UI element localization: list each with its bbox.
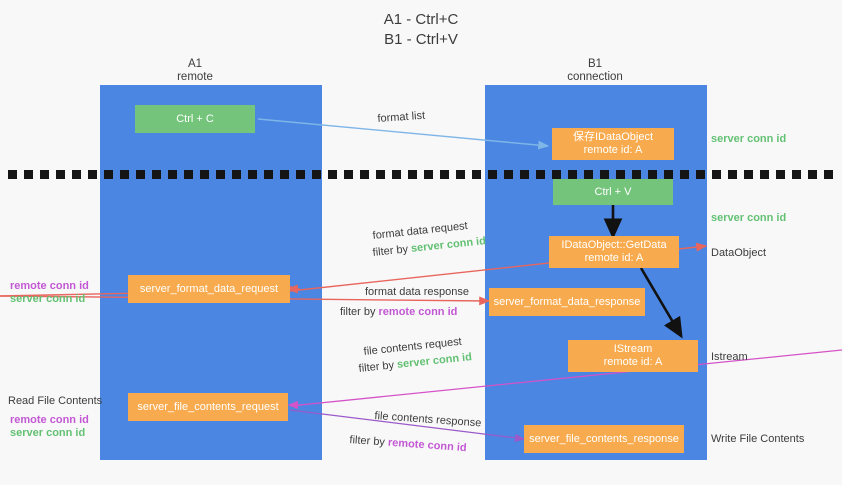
box-server-file-contents-request-label: server_file_contents_request bbox=[137, 400, 279, 413]
box-server-format-data-response[interactable]: server_format_data_response bbox=[489, 288, 645, 316]
left-label-remote-conn-id-2: remote conn id bbox=[10, 413, 89, 427]
left-label-remote-conn-id-1: remote conn id bbox=[10, 279, 89, 293]
column-header-b1: B1 connection bbox=[530, 58, 660, 84]
title-line-1: A1 - Ctrl+C bbox=[383, 11, 459, 28]
right-label-dataobject: DataObject bbox=[711, 246, 766, 260]
box-istream-line2: remote id: A bbox=[603, 356, 663, 368]
right-label-server-conn-id-top-text: server conn id bbox=[711, 133, 787, 145]
left-label-remote-conn-id-1-text: remote conn id bbox=[10, 280, 89, 292]
edge-label-format-data-response-text: format data response bbox=[365, 286, 469, 298]
remote-conn-id-ref-1: remote conn id bbox=[378, 306, 458, 318]
remote-conn-id-ref-2: remote conn id bbox=[387, 436, 468, 455]
right-label-server-conn-id-mid-text: server conn id bbox=[711, 212, 787, 224]
right-label-server-conn-id-mid: server conn id bbox=[711, 211, 786, 225]
left-label-server-conn-id-2-text: server conn id bbox=[10, 427, 86, 439]
column-b1-name: B1 bbox=[587, 58, 603, 70]
right-label-write-file-contents-text: Write File Contents bbox=[711, 433, 805, 445]
right-label-server-conn-id-top: server conn id bbox=[711, 132, 786, 146]
left-label-read-file-contents-text: Read File Contents bbox=[8, 395, 103, 407]
edge-filter-format-data-response: filter by remote conn id bbox=[340, 305, 457, 319]
edge-filter-file-contents-response: filter by remote conn id bbox=[349, 433, 467, 455]
column-a1-name: A1 bbox=[187, 58, 203, 70]
box-server-file-contents-response[interactable]: server_file_contents_response bbox=[524, 425, 684, 453]
box-ctrl-c[interactable]: Ctrl + C bbox=[135, 105, 255, 133]
box-idataobject-getdata[interactable]: IDataObject::GetData remote id: A bbox=[549, 236, 679, 268]
box-ctrl-v-label: Ctrl + V bbox=[594, 185, 632, 198]
server-conn-id-ref-1: server conn id bbox=[410, 235, 487, 255]
filter-by-prefix-1: filter by bbox=[372, 242, 412, 259]
box-server-format-data-request-label: server_format_data_request bbox=[139, 282, 279, 295]
box-server-format-data-response-label: server_format_data_response bbox=[493, 295, 641, 308]
left-label-server-conn-id-2: server conn id bbox=[10, 426, 85, 440]
box-getdata-line2: remote id: A bbox=[584, 252, 644, 264]
edge-label-file-contents-response: file contents response bbox=[374, 409, 482, 430]
box-save-idataobject-line1: 保存IDataObject bbox=[572, 131, 654, 143]
box-istream[interactable]: IStream remote id: A bbox=[568, 340, 698, 372]
edge-label-format-list-text: format list bbox=[377, 109, 426, 125]
edge-label-format-list: format list bbox=[377, 109, 426, 126]
box-server-file-contents-response-label: server_file_contents_response bbox=[529, 432, 679, 445]
box-ctrl-c-label: Ctrl + C bbox=[176, 112, 214, 125]
edge-label-format-data-response: format data response bbox=[365, 285, 469, 299]
box-server-file-contents-request[interactable]: server_file_contents_request bbox=[128, 393, 288, 421]
right-label-istream-text: Istream bbox=[711, 351, 748, 363]
left-label-server-conn-id-1: server conn id bbox=[10, 292, 85, 306]
right-label-dataobject-text: DataObject bbox=[711, 247, 767, 259]
column-a1-role: remote bbox=[177, 71, 213, 83]
box-server-format-data-request[interactable]: server_format_data_request bbox=[128, 275, 290, 303]
box-save-idataobject[interactable]: 保存IDataObject remote id: A bbox=[552, 128, 674, 160]
box-istream-line1: IStream bbox=[613, 343, 653, 355]
box-ctrl-v[interactable]: Ctrl + V bbox=[553, 179, 673, 205]
box-save-idataobject-line2: remote id: A bbox=[583, 144, 643, 156]
filter-by-prefix-3: filter by bbox=[358, 358, 398, 375]
filter-by-prefix-2: filter by bbox=[340, 306, 379, 318]
column-b1-role: connection bbox=[567, 71, 623, 83]
right-label-istream: Istream bbox=[711, 350, 748, 364]
column-header-a1: A1 remote bbox=[130, 58, 260, 84]
edge-label-file-contents-response-text: file contents response bbox=[374, 409, 482, 430]
title-line-2: B1 - Ctrl+V bbox=[384, 31, 458, 48]
right-label-write-file-contents: Write File Contents bbox=[711, 432, 804, 446]
left-label-read-file-contents: Read File Contents bbox=[8, 394, 102, 408]
left-label-remote-conn-id-2-text: remote conn id bbox=[10, 414, 89, 426]
filter-by-prefix-4: filter by bbox=[349, 433, 389, 449]
box-getdata-line1: IDataObject::GetData bbox=[561, 239, 667, 251]
page-title: A1 - Ctrl+C B1 - Ctrl+V bbox=[0, 10, 842, 50]
dashed-separator bbox=[8, 170, 834, 179]
left-label-server-conn-id-1-text: server conn id bbox=[10, 293, 86, 305]
